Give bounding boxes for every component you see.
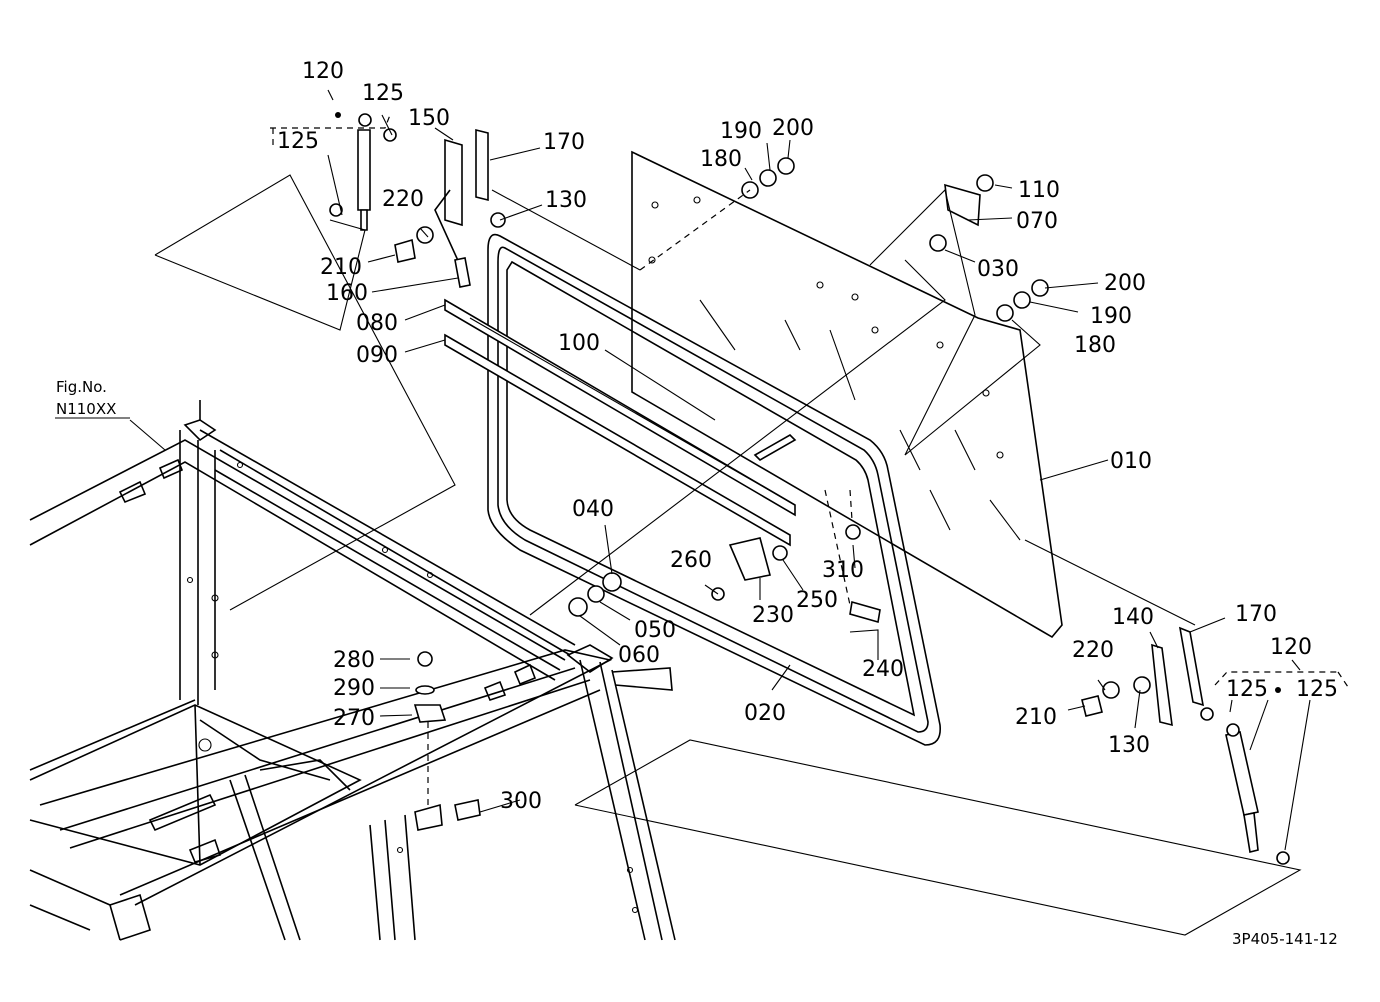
callout-170: 170 <box>1235 602 1277 627</box>
fig-no-code: N110XX <box>56 400 116 418</box>
leader-lines <box>55 89 1351 936</box>
callout-190: 190 <box>1090 304 1132 329</box>
callout-210: 210 <box>320 255 362 280</box>
figure-reference: Fig.No. N110XX <box>56 378 116 418</box>
callout-110: 110 <box>1018 178 1060 203</box>
callout-260: 260 <box>670 548 712 573</box>
callout-160: 160 <box>326 281 368 306</box>
window-glass <box>631 150 1063 639</box>
callout-080: 080 <box>356 311 398 336</box>
fig-no-title: Fig.No. <box>56 378 107 396</box>
callout-190: 190 <box>720 119 762 144</box>
callout-220: 220 <box>1072 638 1114 663</box>
callout-125: 125 <box>1226 677 1268 702</box>
callout-030: 030 <box>977 257 1019 282</box>
callout-250: 250 <box>796 588 838 613</box>
callout-125: 125 <box>1296 677 1338 702</box>
callout-140: 140 <box>1112 605 1154 630</box>
callout-100: 100 <box>558 331 600 356</box>
callout-130: 130 <box>545 188 587 213</box>
callout-150: 150 <box>408 106 450 131</box>
cab-frame <box>29 400 676 941</box>
drawing-code: 3P405-141-12 <box>1232 930 1338 948</box>
hardware-parts <box>329 112 1290 865</box>
callout-310: 310 <box>822 558 864 583</box>
callout-180: 180 <box>700 147 742 172</box>
rails <box>444 298 797 547</box>
callout-050: 050 <box>634 618 676 643</box>
callout-170: 170 <box>543 130 585 155</box>
callout-120: 120 <box>302 59 344 84</box>
callout-060: 060 <box>618 643 660 668</box>
callout-210: 210 <box>1015 705 1057 730</box>
callout-040: 040 <box>572 497 614 522</box>
callout-125: 125 <box>362 81 404 106</box>
callout-240: 240 <box>862 657 904 682</box>
callout-010: 010 <box>1110 449 1152 474</box>
callout-200: 200 <box>1104 271 1146 296</box>
callout-070: 070 <box>1016 209 1058 234</box>
callout-300: 300 <box>500 789 542 814</box>
callout-290: 290 <box>333 676 375 701</box>
callout-labels: 120 125 125 150 170 130 220 210 160 080 … <box>277 59 1338 814</box>
callout-130: 130 <box>1108 733 1150 758</box>
callout-090: 090 <box>356 343 398 368</box>
callout-200: 200 <box>772 116 814 141</box>
callout-020: 020 <box>744 701 786 726</box>
callout-280: 280 <box>333 648 375 673</box>
callout-270: 270 <box>333 706 375 731</box>
callout-180: 180 <box>1074 333 1116 358</box>
window-seal-frame <box>487 233 942 746</box>
callout-125: 125 <box>277 129 319 154</box>
callout-220: 220 <box>382 187 424 212</box>
callout-120: 120 <box>1270 635 1312 660</box>
callout-230: 230 <box>752 603 794 628</box>
